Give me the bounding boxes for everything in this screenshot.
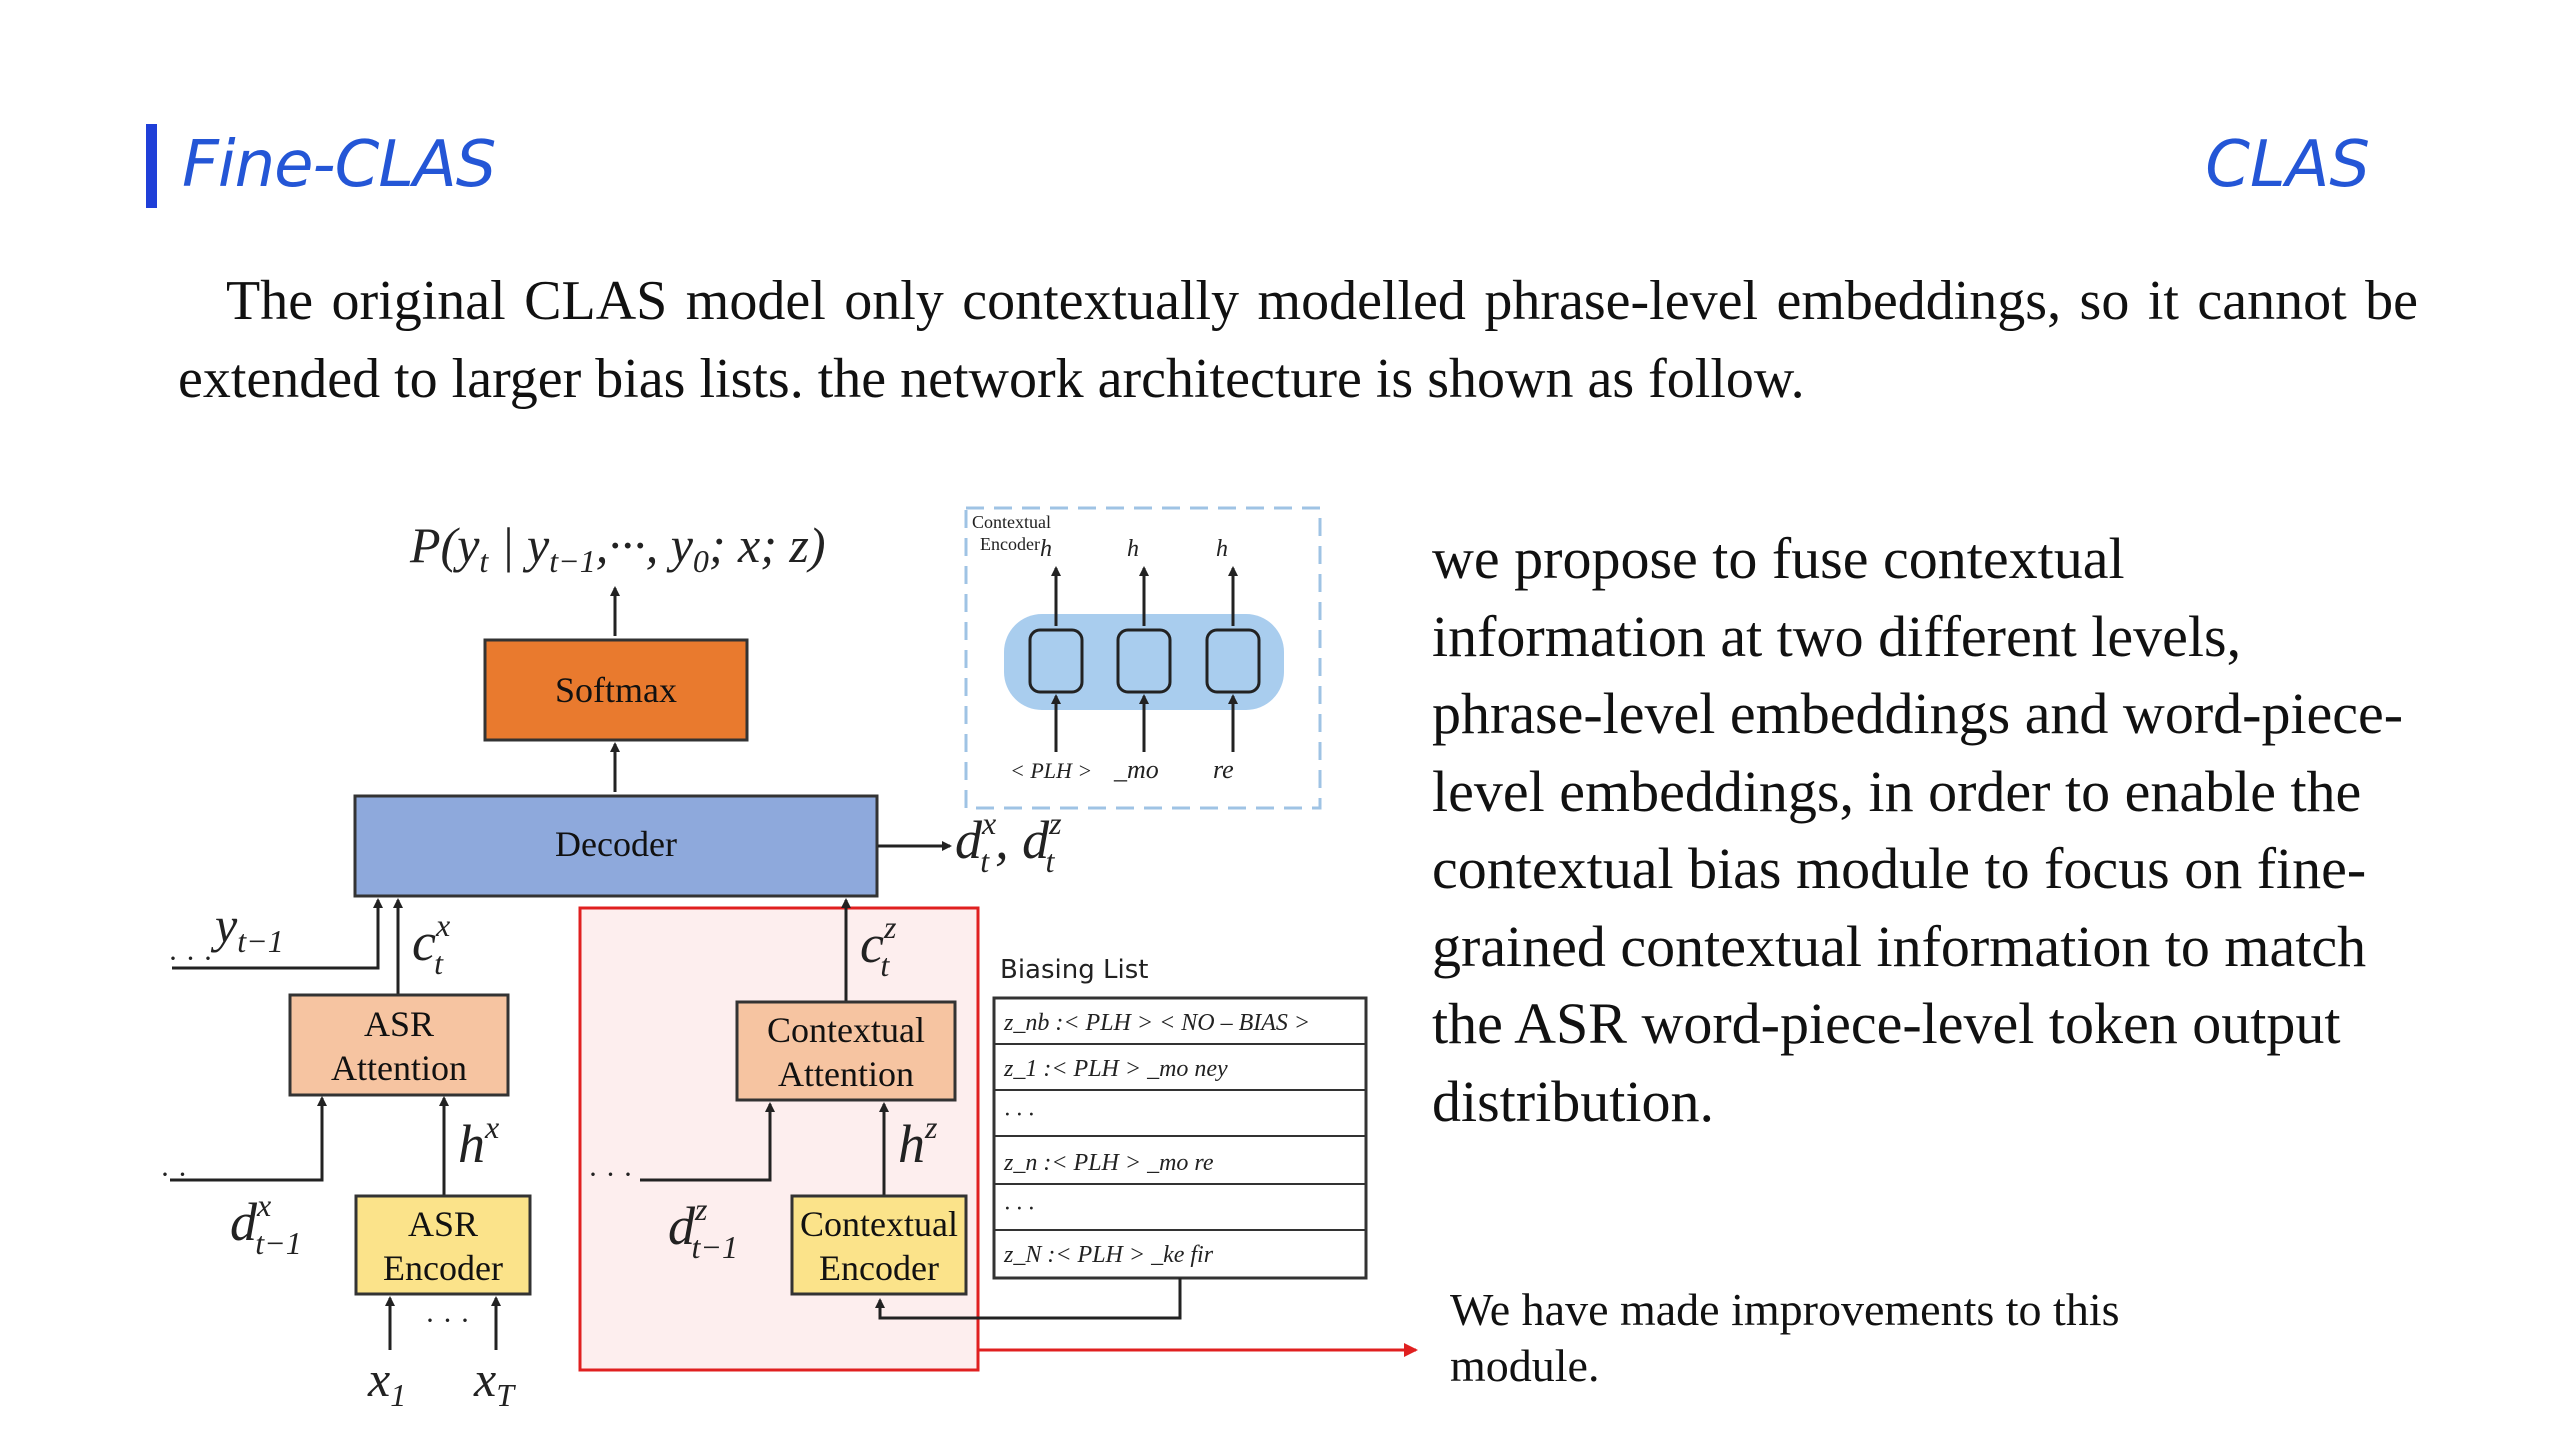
contextual-attention-block: [735, 1000, 957, 1102]
inset-label-line1: Contextual: [972, 512, 1051, 532]
svg-text:h: h: [1216, 536, 1228, 562]
section-title: Fine-CLAS: [182, 128, 496, 202]
svg-text:· · ·: · · ·: [425, 1304, 470, 1337]
softmax-label: Softmax: [555, 670, 677, 710]
biasing-row: z_n :< PLH > _mo re: [1003, 1150, 1214, 1176]
inset-input-mo: _mo: [1113, 755, 1159, 784]
contextual-encoder-block: [790, 1194, 968, 1296]
y-prev-label: yt−1: [210, 897, 284, 959]
svg-text:h: h: [1127, 536, 1139, 562]
biasing-row: z_1 :< PLH > _mo ney: [1003, 1056, 1228, 1082]
contextual-attention-line2: Attention: [778, 1054, 914, 1094]
asr-encoder-block: [354, 1194, 532, 1296]
title-accent-bar: [146, 124, 157, 208]
biasing-list-title: Biasing List: [1000, 955, 1148, 985]
description-paragraph: we propose to fuse contextual informatio…: [1432, 526, 2404, 1134]
svg-text:· · ·: · · ·: [588, 1158, 633, 1191]
inset-input-re: re: [1213, 755, 1234, 784]
asr-encoder-line2: Encoder: [383, 1248, 503, 1288]
h-z-label: hz: [898, 1109, 938, 1174]
h-x-label: hx: [458, 1109, 499, 1174]
section-tag: CLAS: [2205, 128, 2370, 202]
softmax-block: [483, 638, 749, 742]
biasing-row: · · ·: [1004, 1196, 1034, 1222]
intro-paragraph: The original CLAS model only contextuall…: [178, 270, 2418, 410]
contextual-encoder-line1: Contextual: [800, 1204, 958, 1244]
biasing-row: · · ·: [1004, 1102, 1034, 1128]
biasing-row: z_nb :< PLH > < NO – BIAS >: [1003, 1010, 1310, 1036]
biasing-row: z_N :< PLH > _ke fir: [1003, 1242, 1214, 1268]
contextual-attention-line1: Contextual: [767, 1010, 925, 1050]
asr-encoder-line1: ASR: [408, 1204, 478, 1244]
decoder-label: Decoder: [555, 824, 677, 864]
svg-text:· ·: · ·: [160, 1158, 187, 1191]
contextual-encoder-line2: Encoder: [819, 1248, 939, 1288]
biasing-list: z_nb :< PLH > < NO – BIAS > z_1 :< PLH >…: [992, 996, 1368, 1280]
improvement-note: We have made improvements to this module…: [1450, 1284, 2120, 1391]
xT-label: xT: [473, 1351, 516, 1413]
asr-attention-line2: Attention: [331, 1048, 467, 1088]
inset-input-plh: < PLH >: [1010, 758, 1092, 783]
asr-attention-block: [288, 993, 510, 1097]
asr-attention-line1: ASR: [364, 1004, 434, 1044]
decoder-block: [353, 794, 879, 898]
svg-text:h: h: [1040, 536, 1052, 562]
output-probability: P(yt | yt−1,···, y0; x; z): [409, 517, 826, 579]
x1-label: x1: [367, 1351, 406, 1413]
inset-label-line2: Encoder: [980, 534, 1040, 554]
svg-text:· · ·: · · ·: [168, 942, 213, 975]
inset-contextual-encoder: Contextual Encoder h h h < PLH > _mo re: [964, 506, 1322, 810]
